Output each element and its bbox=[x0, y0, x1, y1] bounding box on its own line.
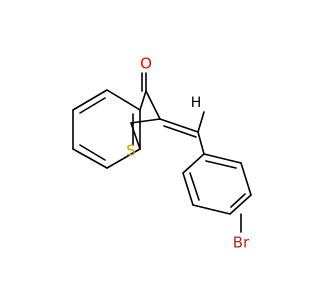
double-bond-inner bbox=[79, 97, 106, 114]
molecule-canvas: O S H Br bbox=[72, 55, 252, 252]
bond bbox=[72, 148, 108, 169]
bond bbox=[72, 89, 108, 111]
double-bond-inner bbox=[189, 172, 200, 201]
double-bond-inner bbox=[230, 193, 246, 208]
molecule-diagram: O S H Br bbox=[72, 55, 252, 252]
bond bbox=[130, 122, 141, 150]
bromine-label: Br bbox=[233, 234, 250, 252]
hydrogen-label: H bbox=[191, 95, 202, 111]
bond bbox=[197, 131, 205, 155]
bond bbox=[139, 90, 147, 111]
bond bbox=[159, 118, 199, 133]
bond bbox=[130, 118, 161, 124]
bond bbox=[145, 90, 161, 120]
sulfur-label: S bbox=[126, 142, 136, 160]
exocyclic-alkene bbox=[159, 111, 205, 155]
bond bbox=[229, 194, 252, 215]
bond bbox=[106, 89, 141, 111]
bond bbox=[197, 111, 205, 133]
bond bbox=[192, 204, 231, 215]
bond bbox=[240, 162, 252, 196]
bond bbox=[163, 125, 197, 138]
bond bbox=[182, 153, 205, 174]
oxygen-label: O bbox=[140, 55, 152, 73]
bond bbox=[203, 153, 242, 164]
double-bond-inner bbox=[79, 144, 106, 161]
bond bbox=[106, 148, 141, 169]
bond bbox=[182, 172, 194, 206]
thiophene-ring bbox=[130, 72, 161, 150]
double-bond-inner bbox=[205, 160, 237, 169]
bromophenyl-ring bbox=[182, 153, 252, 233]
